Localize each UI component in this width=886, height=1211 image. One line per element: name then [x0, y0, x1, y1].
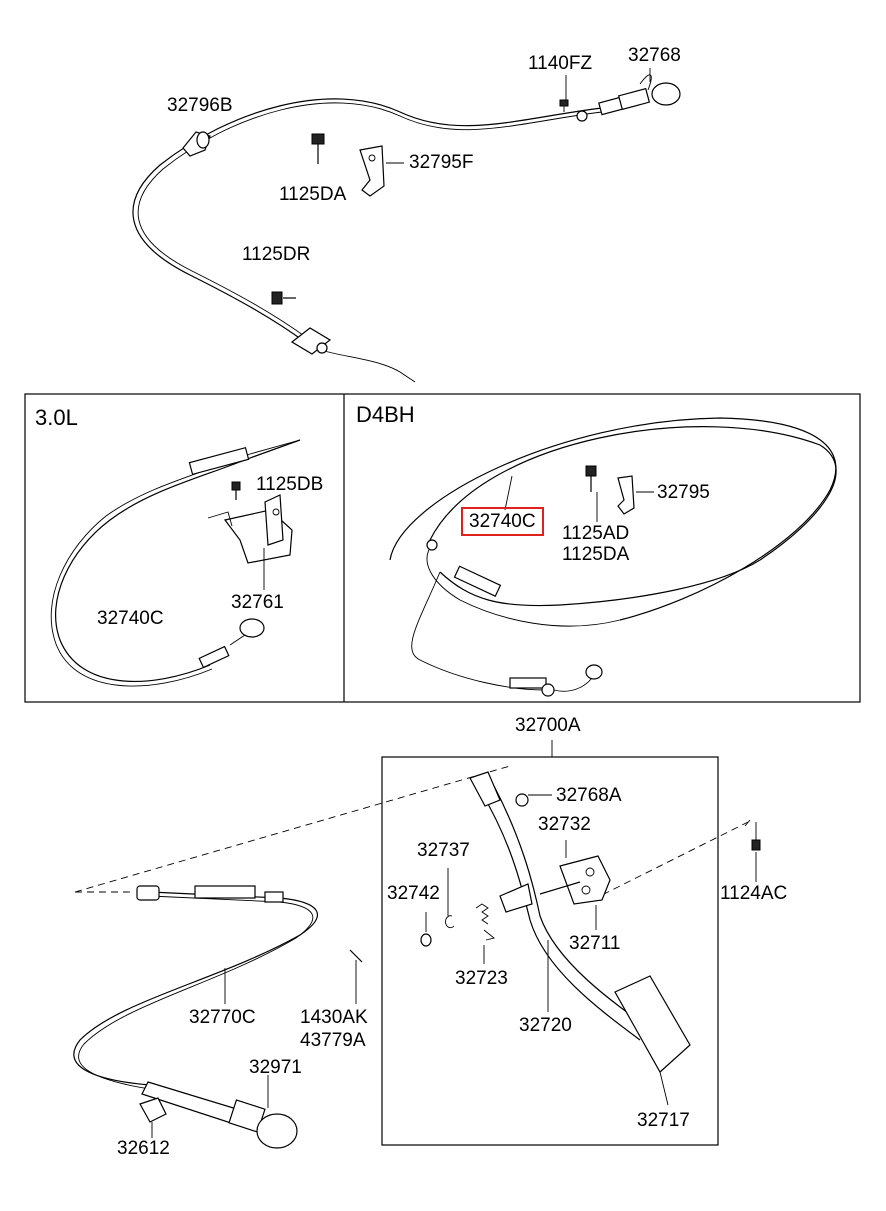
top-cable-assembly — [132, 68, 681, 383]
label-32700A: 32700A — [515, 715, 581, 736]
section-3-0l: 3.0L — [35, 405, 78, 430]
label-32711: 32711 — [569, 933, 621, 954]
label-1125AD: 1125AD — [562, 523, 630, 544]
pedal-drawing — [74, 765, 761, 1106]
label-1125DR: 1125DR — [242, 244, 311, 265]
label-32796B: 32796B — [167, 95, 233, 116]
label-32732: 32732 — [538, 814, 591, 835]
label-32612: 32612 — [117, 1138, 170, 1159]
variant-d4bh-drawing — [389, 417, 837, 697]
pedal-assembly-frame — [381, 756, 719, 1146]
label-32971: 32971 — [249, 1057, 302, 1078]
section-d4bh: D4BH — [356, 402, 415, 427]
label-32740C-highlighted: 32740C — [461, 507, 544, 536]
label-1125DA-top: 1125DA — [279, 184, 347, 205]
label-32768: 32768 — [628, 45, 681, 66]
label-32795: 32795 — [657, 482, 710, 503]
label-1124AC: 1124AC — [720, 883, 788, 904]
label-32770C: 32770C — [189, 1007, 256, 1028]
variant-3-0l-drawing — [50, 439, 301, 687]
label-43779A: 43779A — [300, 1030, 366, 1051]
label-1430AK: 1430AK — [300, 1007, 368, 1028]
label-32761: 32761 — [231, 592, 284, 613]
label-32740C-left: 32740C — [97, 608, 164, 629]
label-32717: 32717 — [637, 1110, 690, 1131]
variants-frame — [24, 393, 861, 703]
label-32768A: 32768A — [556, 785, 622, 806]
label-32742: 32742 — [387, 883, 440, 904]
label-32720: 32720 — [519, 1015, 572, 1036]
label-1140FZ: 1140FZ — [528, 53, 593, 74]
label-1125DB: 1125DB — [256, 474, 324, 495]
label-32795F: 32795F — [409, 152, 474, 173]
label-32737: 32737 — [417, 840, 470, 861]
label-1125DA-right: 1125DA — [562, 544, 630, 565]
cable-32770c-drawing — [73, 885, 363, 1149]
label-32723: 32723 — [455, 968, 508, 989]
